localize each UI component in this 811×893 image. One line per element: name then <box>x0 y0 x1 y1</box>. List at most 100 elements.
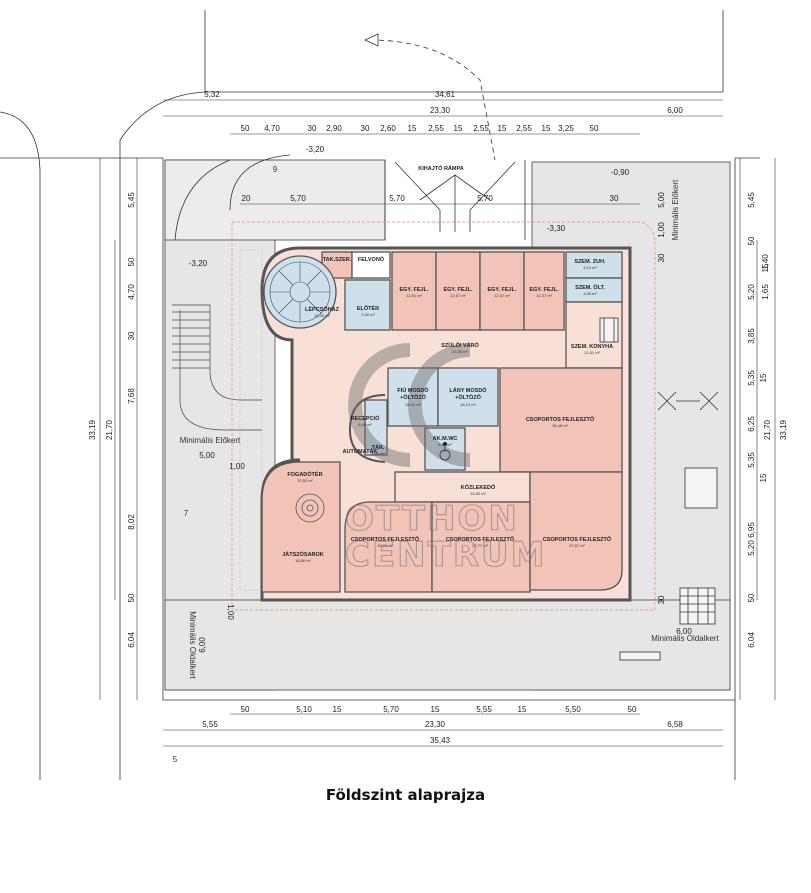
dim-left-inner-5: 8,02 <box>127 514 136 530</box>
room-name-lepcsohaz: LÉPCSŐHÁZ <box>305 305 340 313</box>
room-name-csoport1: CSOPORTOS FEJLESZTŐ <box>526 416 595 423</box>
label-num-9: 9 <box>273 165 278 174</box>
room-felvono <box>351 251 391 279</box>
label-kihajto: KIHAJTÓ RÁMPA <box>418 164 463 172</box>
round-table <box>295 493 325 523</box>
dim-top3-2: 30 <box>308 124 317 133</box>
label-garden-right-side: Minimális Oldalkert <box>651 634 719 643</box>
room-area-csoport4: 37,87 m² <box>569 543 585 548</box>
room-name-egyfejl3: EGY. FEJL. <box>487 287 517 293</box>
dim-right-bottom: 6,00 <box>676 627 692 636</box>
dim-top3-10: 15 <box>498 124 507 133</box>
dim-top4-3: 5,70 <box>477 194 493 203</box>
label-garden-left: Minimális Előkert <box>180 436 241 445</box>
room-egyfejl1 <box>391 251 437 331</box>
dim-bottom1-2: 15 <box>333 705 342 714</box>
room-jatszosarok <box>261 461 341 593</box>
dim-left-inner-2: 4,70 <box>127 284 136 300</box>
garden-bottom <box>164 599 731 691</box>
dim-right-inner-10: 5,20 <box>747 540 756 556</box>
room-area-tar: 1,60 m² <box>371 451 385 456</box>
room-area-akmwc: 5,61 m² <box>438 442 452 447</box>
spiral-stair <box>269 261 331 323</box>
dim-right-small-0: 1,40 <box>761 254 770 270</box>
dimension-lines <box>99 99 776 747</box>
dim-right-inner-8: 5,35 <box>747 452 756 468</box>
room-csoport3 <box>431 501 531 593</box>
label-level-ramp: -3,30 <box>547 224 566 233</box>
room-area-fogadoter: 70,52 m² <box>297 478 313 483</box>
dim-top2-1: 6,00 <box>667 106 683 115</box>
room-area-lepcsohaz: 19,34 m² <box>314 313 330 318</box>
label-level-entry: -3,20 <box>189 259 208 268</box>
label-garden-right-top: Minimális Előkert <box>671 179 680 240</box>
dim-left-inner-7: 6,04 <box>127 632 136 648</box>
label-num-100: 1,00 <box>229 462 245 471</box>
room-name-lanymosdo-2: +ÖLTÖZŐ <box>455 394 481 401</box>
room-area-egyfejl3: 12,37 m² <box>494 293 510 298</box>
room-area-szemolt: 3,36 m² <box>583 291 597 296</box>
dim-left-inner-1: 50 <box>127 257 136 266</box>
room-name-eloter: ELŐTÉR <box>357 304 379 312</box>
dim-top3-4: 30 <box>361 124 370 133</box>
dim-right-mid: 21,70 <box>763 419 772 440</box>
room-area-recepcio: 6,40 m² <box>358 422 372 427</box>
dim-bottom1-8: 50 <box>628 705 637 714</box>
dim-right-inner-5: 5,35 <box>747 370 756 386</box>
dim-top3-13: 3,25 <box>558 124 574 133</box>
outer-stair <box>172 304 262 431</box>
room-area-egyfejl4: 12,37 m² <box>536 293 552 298</box>
room-area-kozlekedo: 15,80 m² <box>470 491 486 496</box>
room-name-fogadoter: FOGADÓTÉR <box>287 470 322 478</box>
dim-right-inner-3: 3,85 <box>747 328 756 344</box>
dim-bottom2-2: 6,58 <box>667 720 683 729</box>
room-name-szemzuh: SZEM. ZUH. <box>574 259 606 265</box>
dim-bottom2-0: 5,55 <box>202 720 218 729</box>
label-num-100b: 1,00 <box>226 604 235 620</box>
room-area-jatszosarok: 16,86 m² <box>295 558 311 563</box>
dim-right-inner-7: 15 <box>759 473 768 482</box>
wall-gravel <box>239 249 263 591</box>
reception-desk <box>348 394 386 463</box>
room-name-recepcio: RECEPCIÓ <box>351 414 380 422</box>
dim-right-small-6: 30 <box>657 595 666 604</box>
dim-left-inner-4: 7,68 <box>127 388 136 404</box>
label-level-right: -0,90 <box>611 168 630 177</box>
room-eloter <box>344 279 391 331</box>
dim-bottom1-6: 15 <box>518 705 527 714</box>
room-area-csoport2: 28,23 m² <box>377 543 393 548</box>
room-area-csoport1: 36,48 m² <box>552 423 568 428</box>
room-szemolt <box>565 277 623 303</box>
room-lanymosdo <box>437 367 499 427</box>
lot-outline <box>231 221 656 611</box>
room-name-akmwc: AK.M.WC <box>433 436 458 442</box>
room-egyfejl3 <box>479 251 525 331</box>
room-name-egyfejl4: EGY. FEJL. <box>529 287 559 293</box>
label-level-top: -3,20 <box>306 145 325 154</box>
room-egyfejl2 <box>435 251 481 331</box>
room-name-lanymosdo-1: LÁNY MOSDÓ <box>449 386 487 394</box>
room-name-jatszosarok: JÁTSZÓSAROK <box>282 550 324 558</box>
dim-top1-1: 34,61 <box>435 90 456 99</box>
site-lines <box>0 10 760 780</box>
label-num-5: 5 <box>173 755 178 764</box>
label-garden-left-side: Minimális Oldalkert <box>188 611 197 679</box>
room-csoport4 <box>529 471 623 591</box>
dim-top4-4: 30 <box>610 194 619 203</box>
room-name-tar: TÁR. <box>372 444 385 451</box>
dim-top3-11: 2,55 <box>516 124 532 133</box>
room-name-csoport4: CSOPORTOS FEJLESZTŐ <box>543 536 612 543</box>
dim-right-inner-1: 50 <box>747 236 756 245</box>
room-akmwc <box>424 427 466 471</box>
dim-left-inner-0: 5,45 <box>127 192 136 208</box>
room-name-kozlekedo: KÖZLEKEDŐ <box>461 484 496 491</box>
dim-right-outer: 33,19 <box>779 419 788 440</box>
dim-left-outer: 33,19 <box>88 419 97 440</box>
dim-bottom1-0: 50 <box>241 705 250 714</box>
watermark-line1: OTTHON <box>345 499 519 539</box>
room-area-szulovaro: 23,55 m² <box>452 349 468 354</box>
dim-top3-7: 2,55 <box>428 124 444 133</box>
room-name-fiumosdo-2: +ÖLTÖZŐ <box>400 394 426 401</box>
